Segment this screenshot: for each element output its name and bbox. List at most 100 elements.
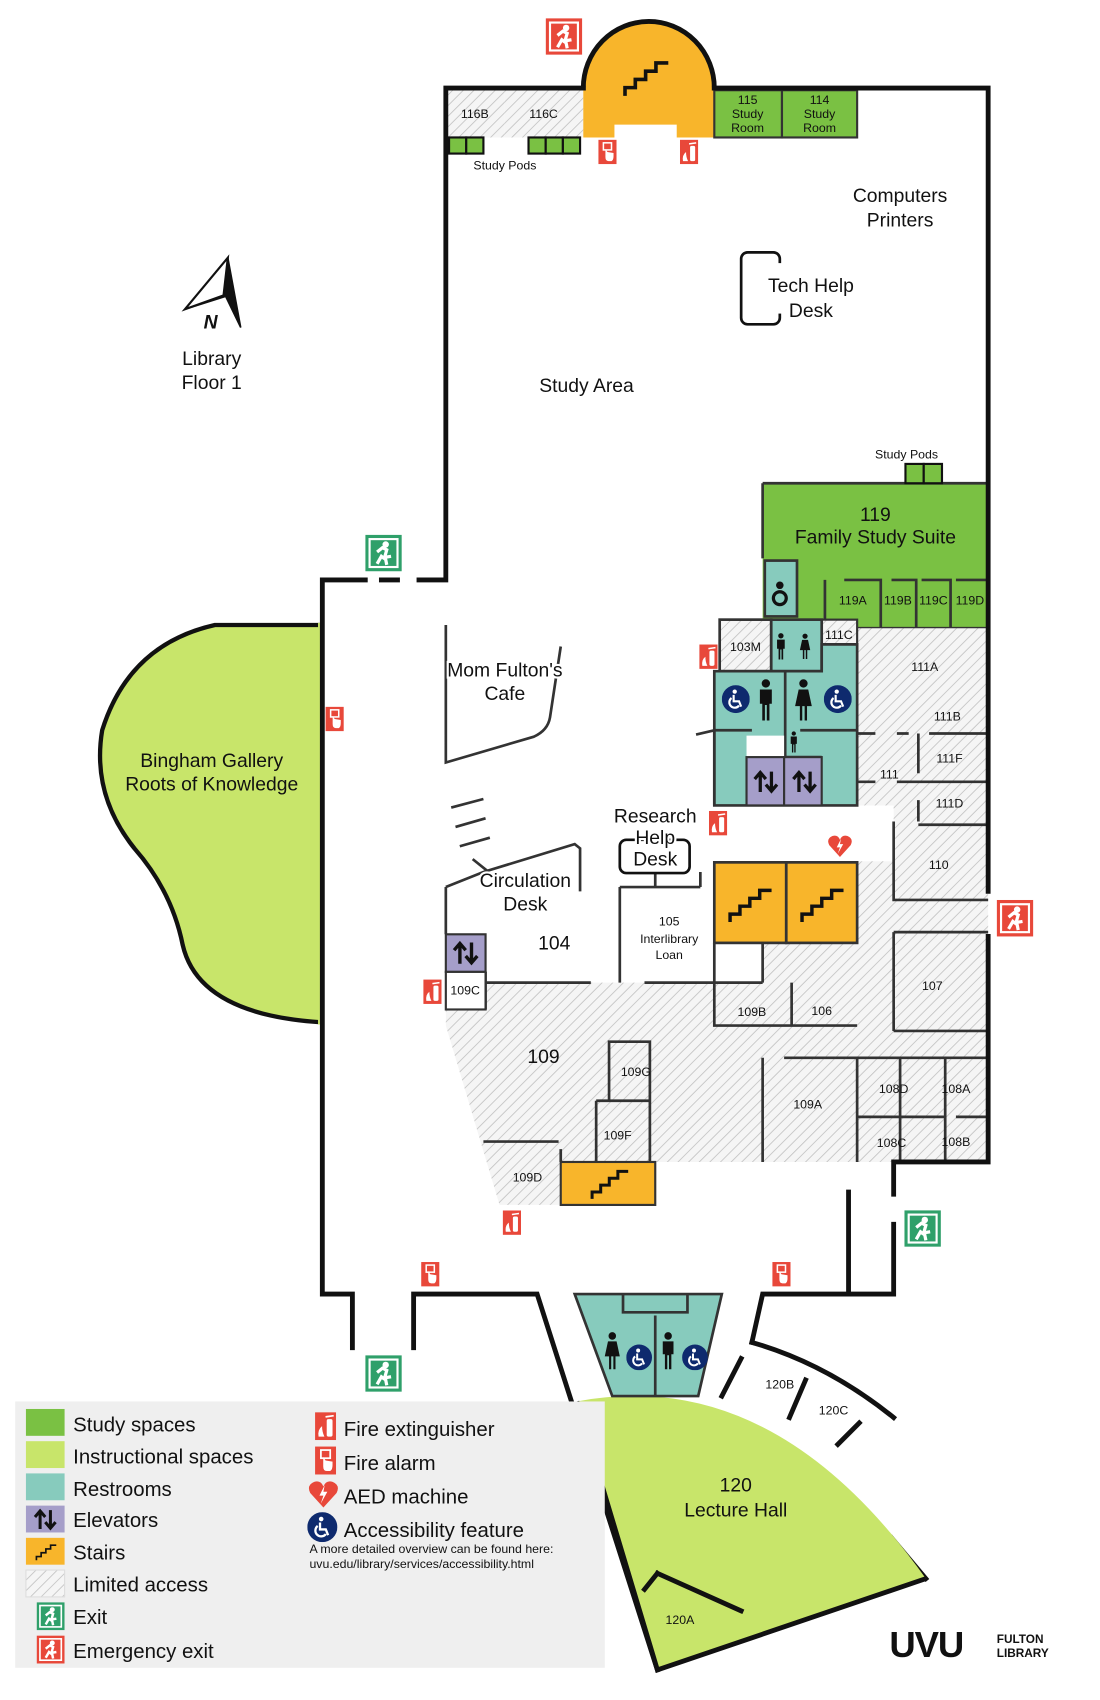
legend-label: Fire extinguisher bbox=[344, 1419, 495, 1441]
room-109c bbox=[444, 970, 487, 1011]
legend-label: Restrooms bbox=[73, 1479, 172, 1501]
elevator-east-1 bbox=[745, 756, 786, 807]
fire-alarm-icon bbox=[598, 139, 617, 165]
legend-emergency-exit-icon bbox=[36, 1635, 65, 1664]
accessibility-icon bbox=[682, 1344, 708, 1371]
label-printers: Printers bbox=[867, 211, 934, 232]
label-105: 105 bbox=[659, 915, 680, 929]
legend-label: Limited access bbox=[73, 1575, 208, 1597]
room-label: 107 bbox=[922, 979, 943, 993]
label-114: 114 bbox=[810, 93, 830, 107]
fire-extinguisher-icon bbox=[679, 139, 699, 165]
lecture-hall bbox=[576, 1395, 926, 1670]
elevator-east-2 bbox=[783, 756, 823, 807]
legend-label: Emergency exit bbox=[73, 1641, 214, 1663]
label-lecture-hall: Lecture Hall bbox=[684, 1500, 787, 1521]
fire-extinguisher-icon bbox=[423, 979, 442, 1005]
label-suite-number: 119 bbox=[860, 505, 891, 526]
label-cafe-1: Mom Fulton's bbox=[447, 661, 562, 682]
accessibility-link[interactable]: uvu.edu/library/services/accessibility.h… bbox=[309, 1557, 534, 1571]
room-label: 109D bbox=[513, 1170, 543, 1184]
north-stairs bbox=[583, 21, 715, 138]
room-label: 108C bbox=[877, 1136, 907, 1150]
exit-icon[interactable] bbox=[365, 1355, 402, 1392]
bingham-gallery bbox=[97, 622, 325, 1025]
fire-alarm-icon bbox=[772, 1261, 791, 1287]
legend-label: Accessibility feature bbox=[344, 1520, 524, 1542]
room-116c bbox=[504, 90, 584, 138]
room-label: 108D bbox=[879, 1082, 909, 1096]
room-label: 108B bbox=[942, 1135, 971, 1149]
legend-label: Stairs bbox=[73, 1542, 125, 1564]
legend-exit-icon bbox=[36, 1602, 65, 1631]
limited-access-area bbox=[445, 628, 989, 1205]
room-label: 120C bbox=[819, 1403, 849, 1417]
room-label: 120B bbox=[765, 1378, 794, 1392]
legend-swatch-limited bbox=[25, 1569, 66, 1598]
legend-label: Elevators bbox=[73, 1510, 158, 1532]
label-114-study: Study bbox=[804, 107, 836, 121]
fire-alarm-icon bbox=[325, 706, 344, 732]
legend-label: AED machine bbox=[344, 1486, 469, 1508]
room-label: 109 bbox=[527, 1047, 559, 1068]
legend-swatch-restrooms bbox=[25, 1473, 65, 1501]
exit-icon[interactable] bbox=[365, 534, 402, 572]
room-label: 111C bbox=[825, 628, 853, 642]
room-label: 111A bbox=[911, 660, 939, 674]
label-114-room: Room bbox=[803, 121, 836, 135]
room-label: 119D bbox=[956, 594, 985, 608]
room-label: 119C bbox=[919, 594, 948, 608]
logo-line1: FULTON bbox=[997, 1632, 1044, 1646]
accessibility-icon bbox=[721, 685, 750, 714]
fire-extinguisher-icon bbox=[708, 810, 728, 836]
exit-icon[interactable] bbox=[904, 1210, 941, 1247]
emergency-exit-icon[interactable] bbox=[545, 18, 583, 55]
room-label: 109G bbox=[621, 1065, 651, 1079]
room-label: 109C bbox=[450, 983, 480, 997]
label-research-2: Help bbox=[635, 828, 675, 849]
room-label: 119B bbox=[884, 594, 912, 608]
room-labels: 116B 116C 119A 119B 119C 119D 103M 111C … bbox=[450, 107, 984, 1627]
fire-alarm-icon bbox=[421, 1261, 440, 1287]
restrooms-south bbox=[572, 1292, 724, 1398]
legend-fire-alarm-icon bbox=[314, 1446, 337, 1475]
room-label: 116C bbox=[529, 107, 558, 121]
label-cafe-2: Cafe bbox=[484, 684, 525, 705]
nursing-icon bbox=[771, 581, 788, 607]
label-115: 115 bbox=[738, 93, 758, 107]
label-lecture-number: 120 bbox=[720, 1476, 752, 1497]
room-label: 116B bbox=[461, 107, 489, 121]
study-pods-east bbox=[904, 462, 925, 485]
room-label: 111 bbox=[880, 768, 899, 782]
fire-extinguisher-icon bbox=[502, 1210, 522, 1235]
legend-swatch-study bbox=[25, 1408, 65, 1436]
room-label: 108A bbox=[942, 1082, 972, 1096]
label-computers: Computers bbox=[853, 186, 948, 207]
uvu-fulton-library-logo: UVU FULTON LIBRARY bbox=[889, 1624, 1049, 1665]
room-label: 109F bbox=[604, 1128, 633, 1142]
elevator-west bbox=[444, 933, 487, 973]
logo-line2: LIBRARY bbox=[997, 1646, 1049, 1660]
legend-swatch-elevators bbox=[25, 1505, 65, 1533]
legend: Study spaces Instructional spaces Restro… bbox=[15, 1401, 605, 1668]
map-title-line1: Library bbox=[182, 349, 241, 370]
room-label: 120A bbox=[666, 1613, 696, 1627]
label-study-area: Study Area bbox=[539, 376, 634, 397]
label-study-pods-east: Study Pods bbox=[875, 448, 938, 462]
emergency-exit-icon[interactable] bbox=[996, 899, 1034, 937]
label-circulation: Circulation bbox=[480, 871, 571, 892]
label-tech-help-desk: Desk bbox=[789, 301, 833, 322]
room-label: 111D bbox=[936, 797, 964, 811]
label-105-name2: Loan bbox=[655, 948, 683, 962]
room-label: 106 bbox=[811, 1004, 832, 1018]
label-study-pods-north: Study Pods bbox=[473, 159, 536, 173]
room-label: 111F bbox=[936, 751, 963, 765]
room-label: 103M bbox=[730, 640, 761, 654]
legend-accessibility-icon bbox=[307, 1512, 338, 1543]
label-gallery-2: Roots of Knowledge bbox=[125, 774, 298, 795]
accessibility-icon bbox=[626, 1344, 653, 1371]
label-gallery-1: Bingham Gallery bbox=[140, 751, 283, 772]
research-help-desk bbox=[618, 838, 691, 875]
room-114 bbox=[780, 89, 859, 139]
